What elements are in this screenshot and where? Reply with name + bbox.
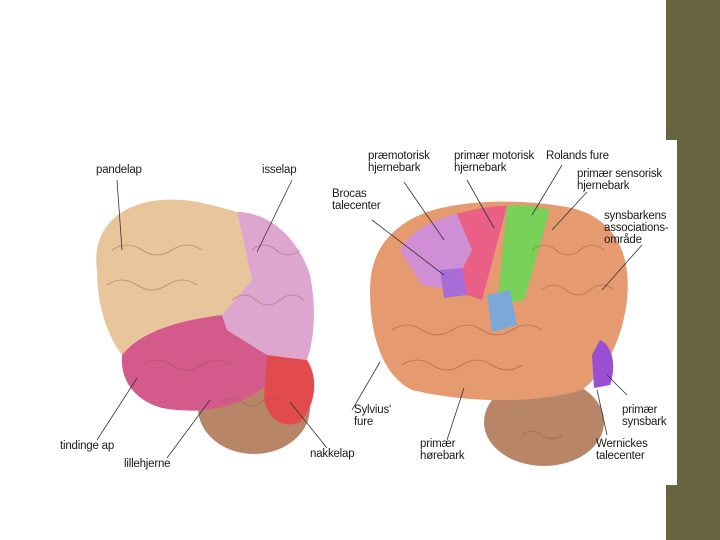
label-wernickes-talecenter: Wernickes talecenter: [596, 438, 648, 462]
right-brain: [370, 202, 628, 466]
label-brocas-talecenter: Brocas talecenter: [332, 188, 381, 212]
label-primaer-horebark: primær hørebark: [420, 438, 464, 462]
left-brain: [96, 200, 314, 454]
label-lillehjerne: lillehjerne: [124, 458, 170, 470]
label-primaer-sensorisk-hjernebark: primær sensorisk hjernebark: [577, 168, 662, 192]
label-pandelap: pandelap: [96, 164, 142, 176]
label-praemotorisk-hjernebark: præmotorisk hjernebark: [368, 150, 430, 174]
label-rolands-fure: Rolands fure: [546, 150, 609, 162]
label-primaer-motorisk-hjernebark: primær motorisk hjernebark: [454, 150, 534, 174]
label-synsbarkens-associationsomrade: synsbarkens associations- område: [604, 210, 669, 246]
label-primaer-synsbark: primær synsbark: [622, 404, 666, 428]
label-tindingelap: tindinge ap: [60, 440, 114, 452]
brain-diagram: pandelap isselap tindinge ap lillehjerne…: [52, 140, 677, 485]
label-nakkelap: nakkelap: [310, 448, 354, 460]
label-sylvius-fure: Sylvius' fure: [354, 404, 391, 428]
label-isselap: isselap: [262, 164, 296, 176]
